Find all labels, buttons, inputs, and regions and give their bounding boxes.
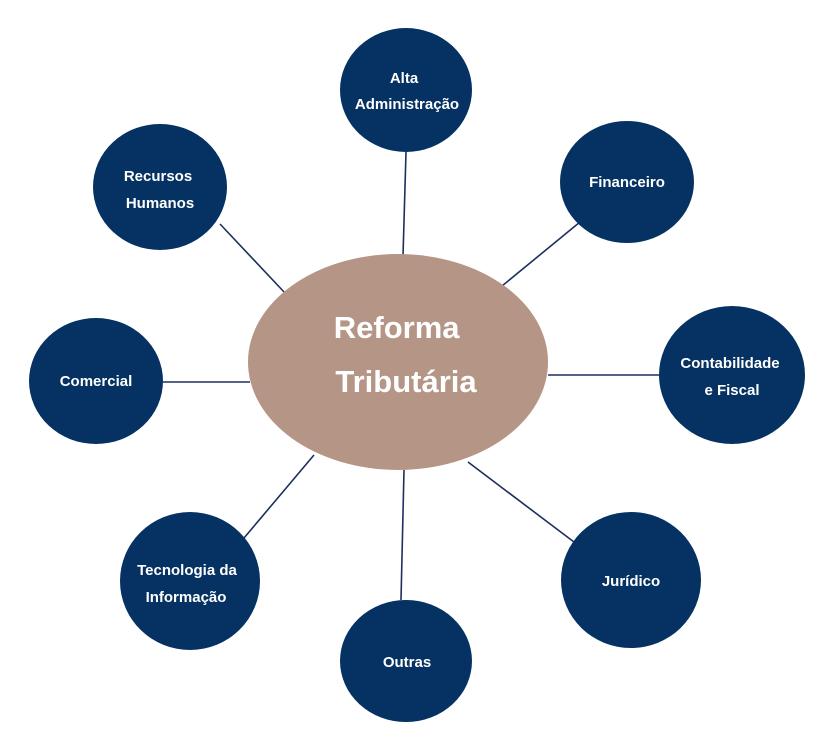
- link-financeiro: [501, 221, 581, 287]
- link-outras: [400, 469, 405, 601]
- svg-text:Comercial: Comercial: [60, 373, 133, 390]
- node-outras: Outras: [340, 600, 472, 722]
- link-alta-administracao: [402, 151, 407, 257]
- svg-text:Outras: Outras: [383, 654, 431, 671]
- node-comercial: Comercial: [29, 318, 163, 444]
- link-juridico: [467, 461, 575, 543]
- center-node: Reforma Tributária: [248, 254, 548, 470]
- links: [163, 151, 660, 601]
- link-recursos-humanos: [219, 223, 286, 294]
- node-financeiro: Financeiro: [560, 121, 694, 243]
- node-juridico: Jurídico: [561, 512, 701, 648]
- center-label: Reforma Tributária: [334, 310, 478, 399]
- link-tecnologia-informacao: [243, 454, 315, 539]
- svg-text:Financeiro: Financeiro: [589, 174, 665, 191]
- svg-text:Jurídico: Jurídico: [602, 573, 660, 590]
